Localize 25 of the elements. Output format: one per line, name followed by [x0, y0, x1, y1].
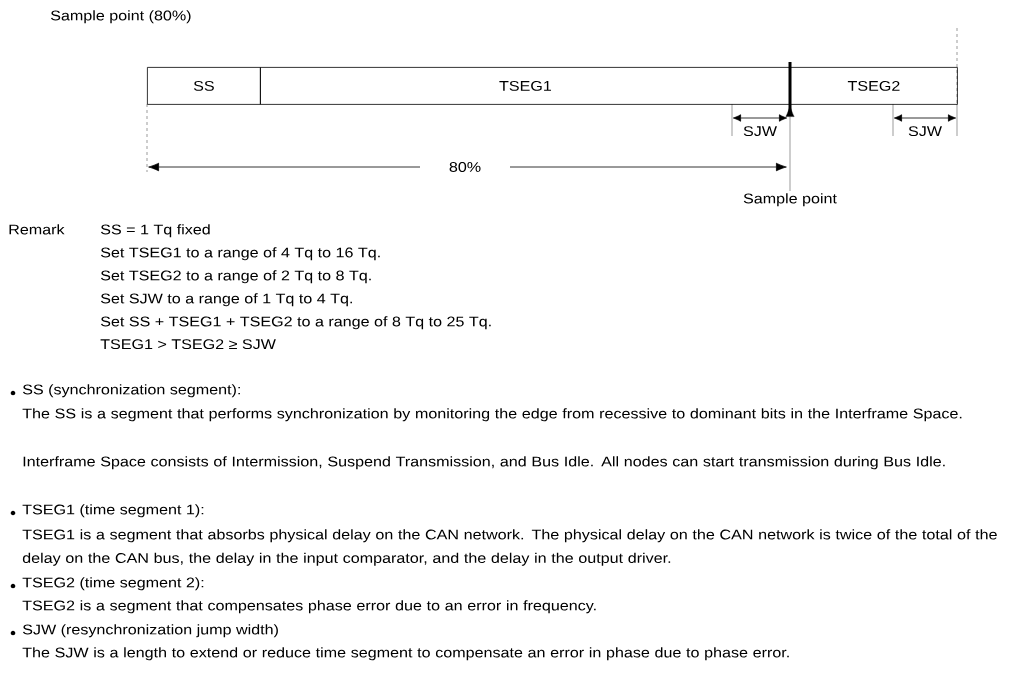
remark-line: Set TSEG1 to a range of 4 Tq to 16 Tq. — [100, 247, 380, 261]
bullet-heading: SJW (resynchronization jump width) — [22, 624, 278, 638]
segment-box: SS — [147, 67, 261, 105]
segment-box: TSEG1 — [260, 67, 791, 105]
paragraph: Interframe Space consists of Intermission, Suspend Transmission, and Bus Idle. All nodes can start transmission during Bus Idle. — [23, 456, 945, 470]
paragraph: The SJW is a length to extend or reduce time segment to compensate an error in phase due to phase error. — [22, 647, 789, 661]
sample-point-label: Sample point — [743, 193, 837, 207]
remark-line: Set TSEG2 to a range of 2 Tq to 8 Tq. — [100, 270, 371, 284]
remark-line: Set SJW to a range of 1 Tq to 4 Tq. — [100, 293, 352, 307]
bullet-heading: TSEG2 (time segment 2): — [22, 577, 204, 591]
dimension-label: SJW — [908, 126, 942, 137]
dimension-label: SJW — [743, 126, 777, 137]
remark-line: TSEG1 > TSEG2 ≥ SJW — [100, 339, 276, 350]
remark-heading: Remark — [9, 224, 65, 235]
arrow — [785, 105, 795, 192]
dimension-label: 80% — [449, 162, 481, 172]
plain-text: Sample point (80%) — [50, 10, 191, 24]
bullet-heading: SS (synchronization segment): — [22, 384, 240, 398]
paragraph: TSEG1 is a segment that absorbs physical delay on the CAN network. The physical delay on the CAN network is twice of the total of the delay on the CAN bus, the delay in the input comparator, and the delay in the output driver. — [22, 529, 997, 566]
paragraph: The SS is a segment that performs synchronization by monitoring the edge from recessive to dominant bits in the Interframe Space. — [22, 408, 962, 422]
segment-box: TSEG2 — [790, 67, 958, 105]
remark-line: SS = 1 Tq fixed — [100, 224, 210, 238]
paragraph: TSEG2 is a segment that compensates phase error due to an error in frequency. — [22, 600, 596, 614]
remark-line: Set SS + TSEG1 + TSEG2 to a range of 8 Tq to 25 Tq. — [100, 316, 491, 330]
bullet-heading: TSEG1 (time segment 1): — [22, 504, 204, 518]
